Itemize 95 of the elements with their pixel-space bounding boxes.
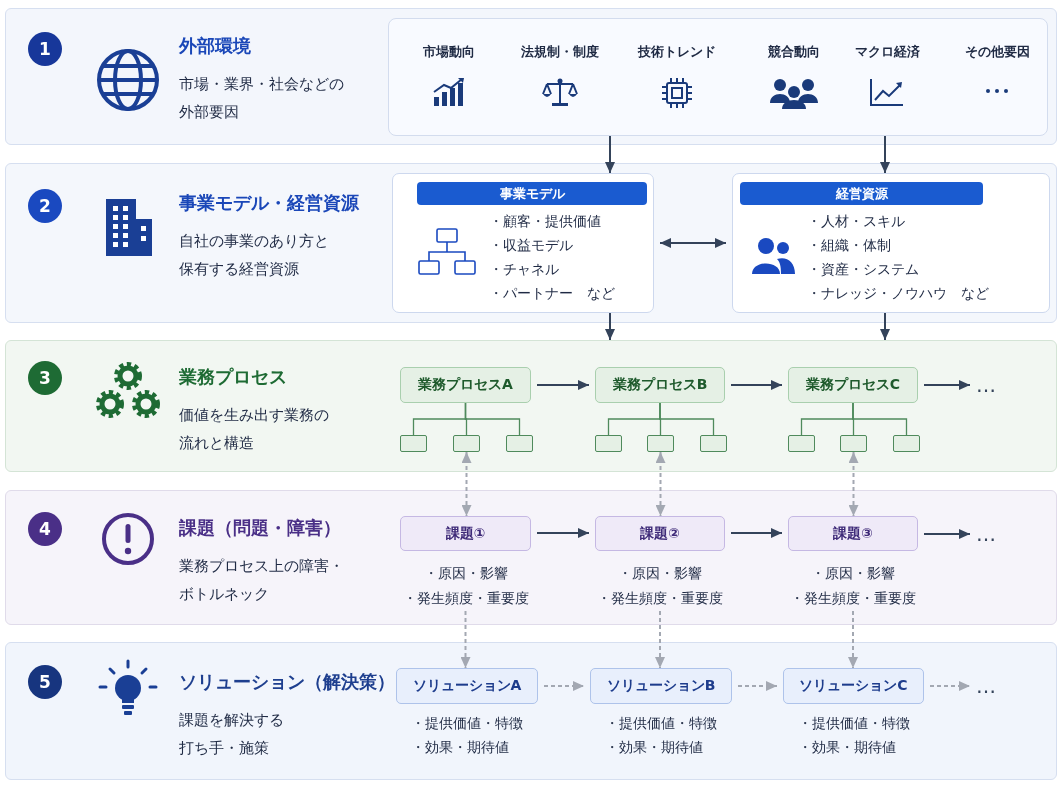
step-number: 3 bbox=[28, 361, 62, 395]
sub-box bbox=[893, 435, 920, 452]
sub-box bbox=[400, 435, 427, 452]
bullet-text: ・原因・影響 bbox=[811, 564, 895, 583]
arrow bbox=[880, 312, 890, 341]
dashed-arrow bbox=[929, 681, 971, 691]
bullet-text: ・原因・影響 bbox=[618, 564, 702, 583]
bullet-text: ・効果・期待値 bbox=[798, 738, 896, 757]
section-title: 課題（問題・障害） bbox=[179, 516, 341, 540]
list-item: ・ナレッジ・ノウハウ など bbox=[807, 284, 989, 303]
section-band bbox=[5, 490, 1057, 625]
section-band bbox=[5, 163, 1057, 323]
dashed-arrow bbox=[848, 610, 858, 669]
list-item: ・人材・スキル bbox=[807, 212, 905, 231]
dashed-arrow bbox=[461, 451, 472, 517]
list-item: ・資産・システム bbox=[807, 260, 919, 279]
section-description: 価値を生み出す業務の流れと構造 bbox=[179, 405, 330, 454]
bullet-text: ・効果・期待値 bbox=[605, 738, 703, 757]
dashed-arrow bbox=[460, 610, 471, 669]
dashed-arrow bbox=[655, 610, 665, 669]
list-item: ・チャネル bbox=[489, 260, 559, 279]
process-box: 業務プロセスC bbox=[788, 367, 918, 403]
sub-box bbox=[840, 435, 867, 452]
factor-label: 市場動向 bbox=[423, 43, 475, 61]
dashed-arrow bbox=[737, 681, 778, 691]
list-item: ・顧客・提供価値 bbox=[489, 212, 601, 231]
list-item: ・組織・体制 bbox=[807, 236, 891, 255]
sub-box bbox=[700, 435, 727, 452]
section-band bbox=[5, 642, 1057, 780]
bullet-text: ・提供価値・特徴 bbox=[605, 714, 717, 733]
factor-label: 競合動向 bbox=[768, 43, 820, 61]
sub-box bbox=[453, 435, 480, 452]
section-description: 自社の事業のあり方と保有する経営資源 bbox=[179, 231, 330, 280]
step-number: 4 bbox=[28, 512, 62, 546]
arrow bbox=[730, 380, 783, 390]
arrow bbox=[730, 528, 783, 538]
issue-box: 課題③ bbox=[788, 516, 918, 551]
sub-box bbox=[595, 435, 622, 452]
arrow bbox=[536, 380, 590, 390]
card-header: 事業モデル bbox=[417, 182, 647, 205]
solution-box: ソリューションC bbox=[783, 668, 924, 704]
ellipsis-text: … bbox=[976, 673, 996, 699]
step-number: 1 bbox=[28, 32, 62, 66]
section-description: 市場・業界・社会などの外部要因 bbox=[179, 74, 345, 123]
section-description: 業務プロセス上の障害・ボトルネック bbox=[179, 556, 345, 605]
bullet-text: ・提供価値・特徴 bbox=[798, 714, 910, 733]
sub-box bbox=[788, 435, 815, 452]
dashed-arrow bbox=[543, 681, 585, 691]
arrow bbox=[605, 312, 615, 341]
factor-panel bbox=[388, 18, 1048, 136]
bullet-text: ・発生頻度・重要度 bbox=[790, 589, 916, 608]
section-title: ソリューション（解決策） bbox=[179, 670, 395, 694]
connector-line bbox=[659, 402, 715, 436]
arrow bbox=[923, 380, 971, 390]
bullet-text: ・提供価値・特徴 bbox=[411, 714, 523, 733]
info-card bbox=[732, 173, 1050, 313]
arrow bbox=[923, 529, 971, 539]
section-title: 事業モデル・経営資源 bbox=[179, 191, 359, 215]
bullet-text: ・効果・期待値 bbox=[411, 738, 509, 757]
list-item: ・収益モデル bbox=[489, 236, 573, 255]
section-title: 外部環境 bbox=[179, 34, 251, 58]
issue-box: 課題② bbox=[595, 516, 725, 551]
info-card bbox=[392, 173, 654, 313]
dashed-arrow bbox=[848, 451, 859, 517]
card-header: 経営資源 bbox=[740, 182, 983, 205]
process-box: 業務プロセスA bbox=[400, 367, 531, 403]
sub-box bbox=[506, 435, 533, 452]
solution-box: ソリューションA bbox=[396, 668, 538, 704]
section-description: 課題を解決する打ち手・施策 bbox=[179, 710, 285, 759]
solution-box: ソリューションB bbox=[590, 668, 732, 704]
factor-label: 技術トレンド bbox=[638, 43, 716, 61]
ellipsis-text: … bbox=[976, 372, 996, 398]
arrow bbox=[880, 135, 890, 174]
step-number: 5 bbox=[28, 665, 62, 699]
factor-label: マクロ経済 bbox=[854, 43, 920, 61]
issue-box: 課題① bbox=[400, 516, 531, 551]
dashed-arrow bbox=[655, 451, 666, 517]
factor-label: その他要因 bbox=[964, 43, 1030, 61]
ellipsis-text: … bbox=[976, 521, 996, 547]
section-title: 業務プロセス bbox=[179, 365, 287, 389]
bullet-text: ・発生頻度・重要度 bbox=[597, 589, 723, 608]
connector-line bbox=[852, 402, 908, 436]
step-number: 2 bbox=[28, 189, 62, 223]
section-band bbox=[5, 340, 1057, 472]
factor-label: 法規制・制度 bbox=[521, 43, 599, 61]
bullet-text: ・発生頻度・重要度 bbox=[402, 589, 529, 608]
connector-line bbox=[464, 402, 521, 436]
list-item: ・パートナー など bbox=[489, 284, 615, 303]
sub-box bbox=[647, 435, 674, 452]
section-band bbox=[5, 8, 1057, 145]
arrow bbox=[605, 135, 615, 174]
arrow bbox=[659, 238, 727, 248]
bullet-text: ・原因・影響 bbox=[423, 564, 508, 583]
process-box: 業務プロセスB bbox=[595, 367, 725, 403]
arrow bbox=[536, 528, 590, 538]
